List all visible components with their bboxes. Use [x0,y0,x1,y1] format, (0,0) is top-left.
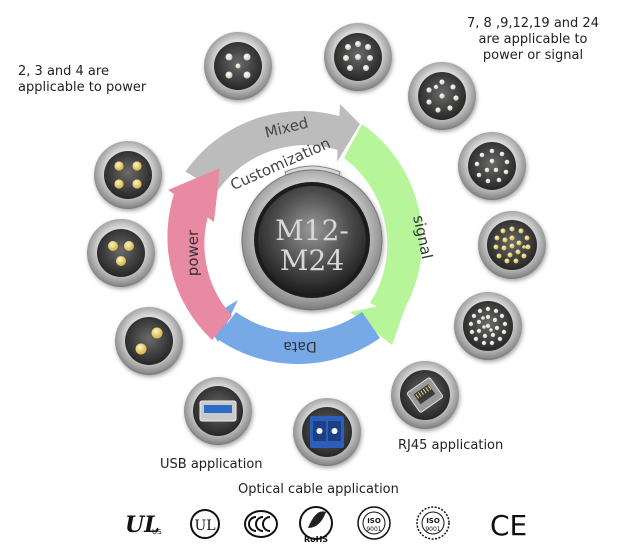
connector-8pin [324,23,392,91]
optical-caption: Optical cable application [238,482,399,497]
rohs-logo: RoHS [299,506,333,544]
certification-logos: UL US UL RoHS ISO 9001 [125,506,527,544]
rj45-caption: RJ45 application [398,438,504,453]
rohs-text: RoHS [304,535,328,544]
hub-label-line2: M24 [280,244,344,277]
connector-optical [293,398,361,466]
center-hub: M12- M24 [241,165,383,311]
connector-9pin [408,62,476,130]
ul-listed-logo: UL [190,509,220,539]
connector-19pin [478,211,546,279]
connector-4pin-top-left [204,32,272,100]
ul-country-text: US [152,528,162,536]
ce-text: CE [490,509,527,542]
signal-arrow-head [350,300,408,345]
connector-3pin [87,219,155,287]
mixed-arrow-head [337,104,360,162]
hub-label-line1: M12- [275,214,349,247]
signal-note-caption: 7, 8 ,9,12,19 and 24 are applicable to p… [467,16,599,63]
usb-caption: USB application [160,457,263,472]
connector-usb [184,377,252,445]
connector-rj45 [391,361,459,429]
iso-2-number: 9001 [425,526,440,533]
power-note-caption: 2, 3 and 4 are applicable to power [18,64,147,95]
iso-9001-logo-2: ISO 9001 [416,506,450,540]
cycle-ring: Mixed Customization signal Data power [167,104,436,365]
ul-listed-text: UL [194,518,215,534]
connector-12pin [458,132,526,200]
iso-2-text: ISO [426,517,440,525]
iso-1-text: ISO [367,517,381,525]
ce-logo: CE [490,509,527,542]
data-arc [216,312,380,365]
power-arc [167,188,232,340]
connector-24pin [454,292,522,360]
power-arrow-head [168,168,220,222]
iso-1-number: 9001 [366,526,381,533]
ul-recognized-logo: UL US [125,512,162,538]
ul-mark-text: UL [125,512,160,538]
signal-arc [344,124,423,318]
ring-label-data: Data [283,338,316,354]
iso-9001-logo-1: ISO 9001 [357,506,391,540]
connector-4pin-left [94,141,162,209]
connector-2pin [115,307,183,375]
ccc-logo [244,510,278,538]
ring-label-power: power [184,229,202,276]
mixed-customization-arc [185,111,348,191]
